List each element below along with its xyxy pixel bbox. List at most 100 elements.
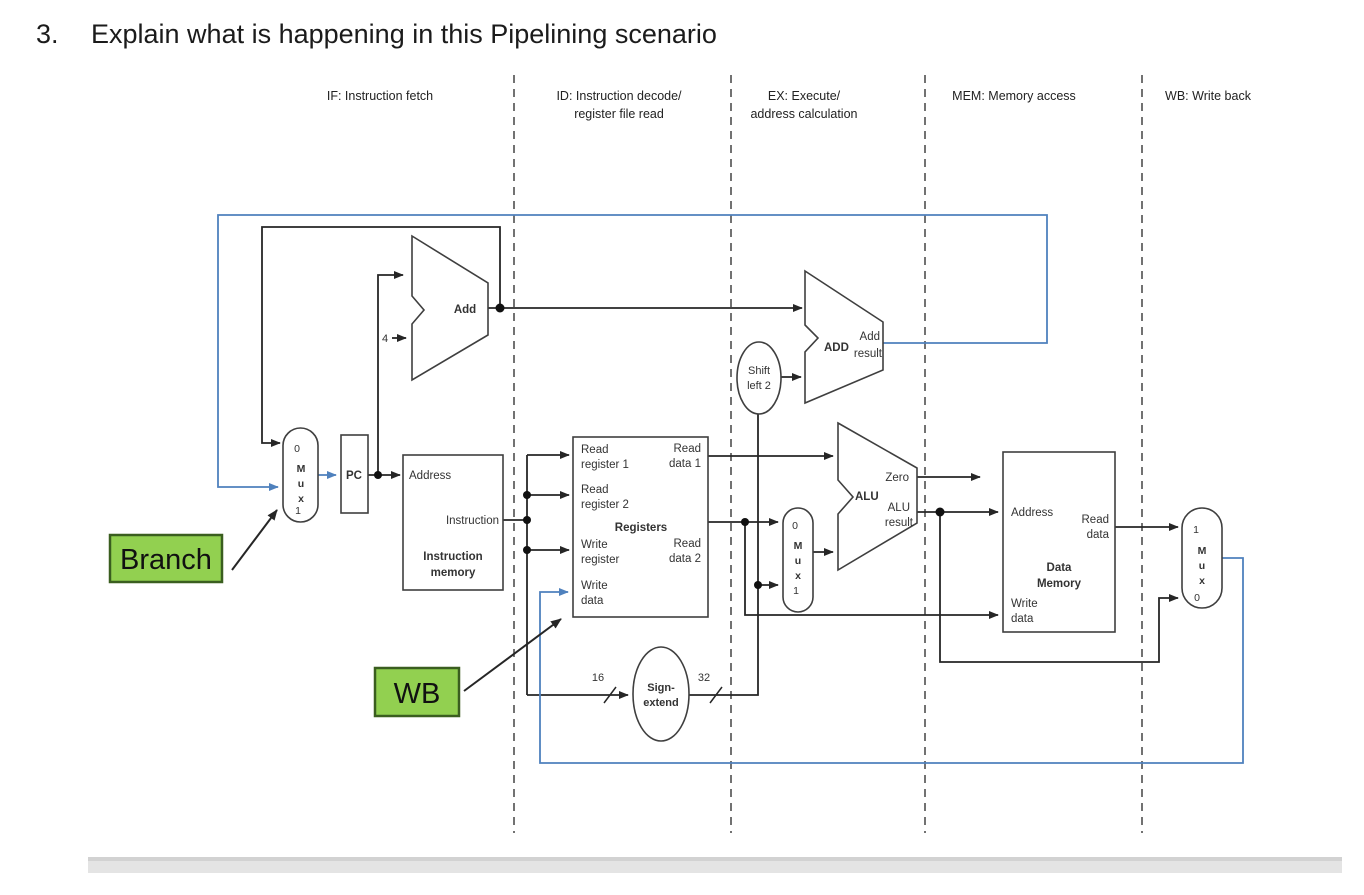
reg-readreg2-line2: register 2 — [581, 499, 629, 511]
branch-adder-alu — [804, 269, 884, 405]
reg-readreg1-line1: Read — [581, 444, 609, 456]
stage-header-id-line1: ID: Instruction decode/ — [556, 89, 682, 103]
reg-readdata1-line1: Read — [674, 443, 702, 455]
reg-writedata-line1: Write — [581, 580, 608, 592]
dmem-readdata-line1: Read — [1082, 514, 1110, 526]
page-edge-strip — [88, 861, 1342, 873]
sign-extend-line2: extend — [643, 697, 678, 709]
reg-writereg-line1: Write — [581, 539, 608, 551]
sign-extend-line1: Sign- — [647, 682, 675, 694]
wire-read-data2-to-dmem-write — [744, 522, 999, 619]
branch-adder-label: ADD — [824, 342, 849, 354]
reg-readdata2-line2: data 2 — [669, 553, 701, 565]
instruction-memory-box — [402, 454, 504, 591]
pc-mux-label-1: 1 — [295, 505, 301, 517]
reg-writereg-line2: register — [581, 554, 620, 566]
wire-branch-target-feedback — [217, 214, 1048, 491]
pc-box — [340, 434, 369, 514]
pc-mux-label-x: x — [298, 493, 304, 505]
junction-pc-out — [374, 471, 382, 479]
imem-instruction-label: Instruction — [446, 515, 499, 527]
constant4-label: 4 — [382, 333, 388, 345]
buswidth-32-label: 32 — [698, 672, 710, 684]
junction-alu-result — [935, 507, 945, 517]
pc-source-mux — [282, 427, 319, 523]
alu-label: ALU — [855, 491, 879, 503]
shift-left-2-oval — [736, 341, 782, 415]
reg-readdata1-line2: data 1 — [669, 458, 701, 470]
alusrc-mux-label-u: u — [795, 555, 801, 567]
wire-sign-extend-out — [689, 414, 759, 696]
shift-left2-line2: left 2 — [747, 380, 771, 392]
pc-mux-label-0: 0 — [294, 443, 300, 455]
buswidth-slash-32 — [709, 686, 723, 704]
stage-header-if: IF: Instruction fetch — [327, 89, 433, 103]
junction-sign-extend — [754, 581, 762, 589]
junction-bus-2 — [523, 516, 531, 524]
stage-header-id-line2: register file read — [574, 107, 664, 121]
pc-label: PC — [346, 470, 362, 482]
dmem-writedata-line2: data — [1011, 613, 1034, 625]
wire-pc-plus4-feedback — [261, 226, 501, 447]
wire-alu-result-to-wb-mux — [939, 512, 1179, 663]
stage-header-ex-line1: EX: Execute/ — [768, 89, 841, 103]
reg-readreg2-line1: Read — [581, 484, 609, 496]
stage-header-mem: MEM: Memory access — [952, 89, 1076, 103]
imem-name-line2: memory — [431, 567, 476, 579]
junction-bus-3 — [523, 546, 531, 554]
main-alu — [837, 421, 918, 572]
add-result-line2: result — [854, 348, 883, 360]
question-title: Explain what is happening in this Pipeli… — [91, 19, 717, 49]
wire-pc-to-add — [377, 271, 404, 475]
wb-mux-label-x: x — [1199, 575, 1205, 587]
sign-extend-oval — [632, 646, 690, 742]
buswidth-slash-16 — [603, 686, 617, 704]
junction-bus-1 — [523, 491, 531, 499]
imem-name-line1: Instruction — [423, 551, 482, 563]
alu-zero-label: Zero — [885, 472, 909, 484]
alu-result-line2: result — [885, 517, 914, 529]
branch-highlight-label: Branch — [120, 544, 212, 576]
alu-result-line1: ALU — [888, 502, 910, 514]
wire-writeback-return — [539, 557, 1244, 764]
dmem-name-line1: Data — [1047, 562, 1073, 574]
page-edge-strip-top — [88, 857, 1342, 861]
reg-writedata-line2: data — [581, 595, 604, 607]
dmem-address-label: Address — [1011, 507, 1053, 519]
pc-add-alu — [411, 234, 489, 382]
alusrc-mux-label-m: M — [794, 540, 803, 552]
registers-name: Registers — [615, 522, 667, 534]
wb-annotation-arrow — [463, 618, 562, 692]
add-label: Add — [454, 304, 476, 316]
junction-pc-plus4 — [495, 303, 505, 313]
alusrc-mux-label-x: x — [795, 570, 801, 582]
wb-mux-label-m: M — [1198, 545, 1207, 557]
data-memory-box — [1002, 451, 1116, 633]
buswidth-16-label: 16 — [592, 672, 604, 684]
wb-mux-label-0: 0 — [1194, 592, 1200, 604]
add-result-line1: Add — [860, 331, 880, 343]
wb-mux-label-u: u — [1199, 560, 1205, 572]
stage-header-wb: WB: Write back — [1165, 89, 1252, 103]
alusrc-mux-label-1: 1 — [793, 585, 799, 597]
wb-mux — [1181, 507, 1223, 609]
alusrc-mux-label-0: 0 — [792, 520, 798, 532]
junction-read-data2 — [741, 518, 749, 526]
alusrc-mux — [782, 507, 814, 613]
reg-readreg1-line2: register 1 — [581, 459, 629, 471]
dmem-name-line2: Memory — [1037, 578, 1082, 590]
wb-mux-label-1: 1 — [1193, 524, 1199, 536]
dmem-readdata-line2: data — [1087, 529, 1110, 541]
question-number: 3. — [36, 19, 59, 49]
reg-readdata2-line1: Read — [674, 538, 702, 550]
branch-annotation-arrow — [231, 509, 278, 571]
pc-mux-label-u: u — [298, 478, 304, 490]
pc-mux-label-m: M — [297, 463, 306, 475]
registers-box — [572, 436, 709, 618]
shift-left2-line1: Shift — [748, 365, 770, 377]
dmem-writedata-line1: Write — [1011, 598, 1038, 610]
wb-highlight-label: WB — [394, 678, 441, 710]
wb-highlight-box — [373, 666, 461, 718]
imem-address-label: Address — [409, 470, 451, 482]
